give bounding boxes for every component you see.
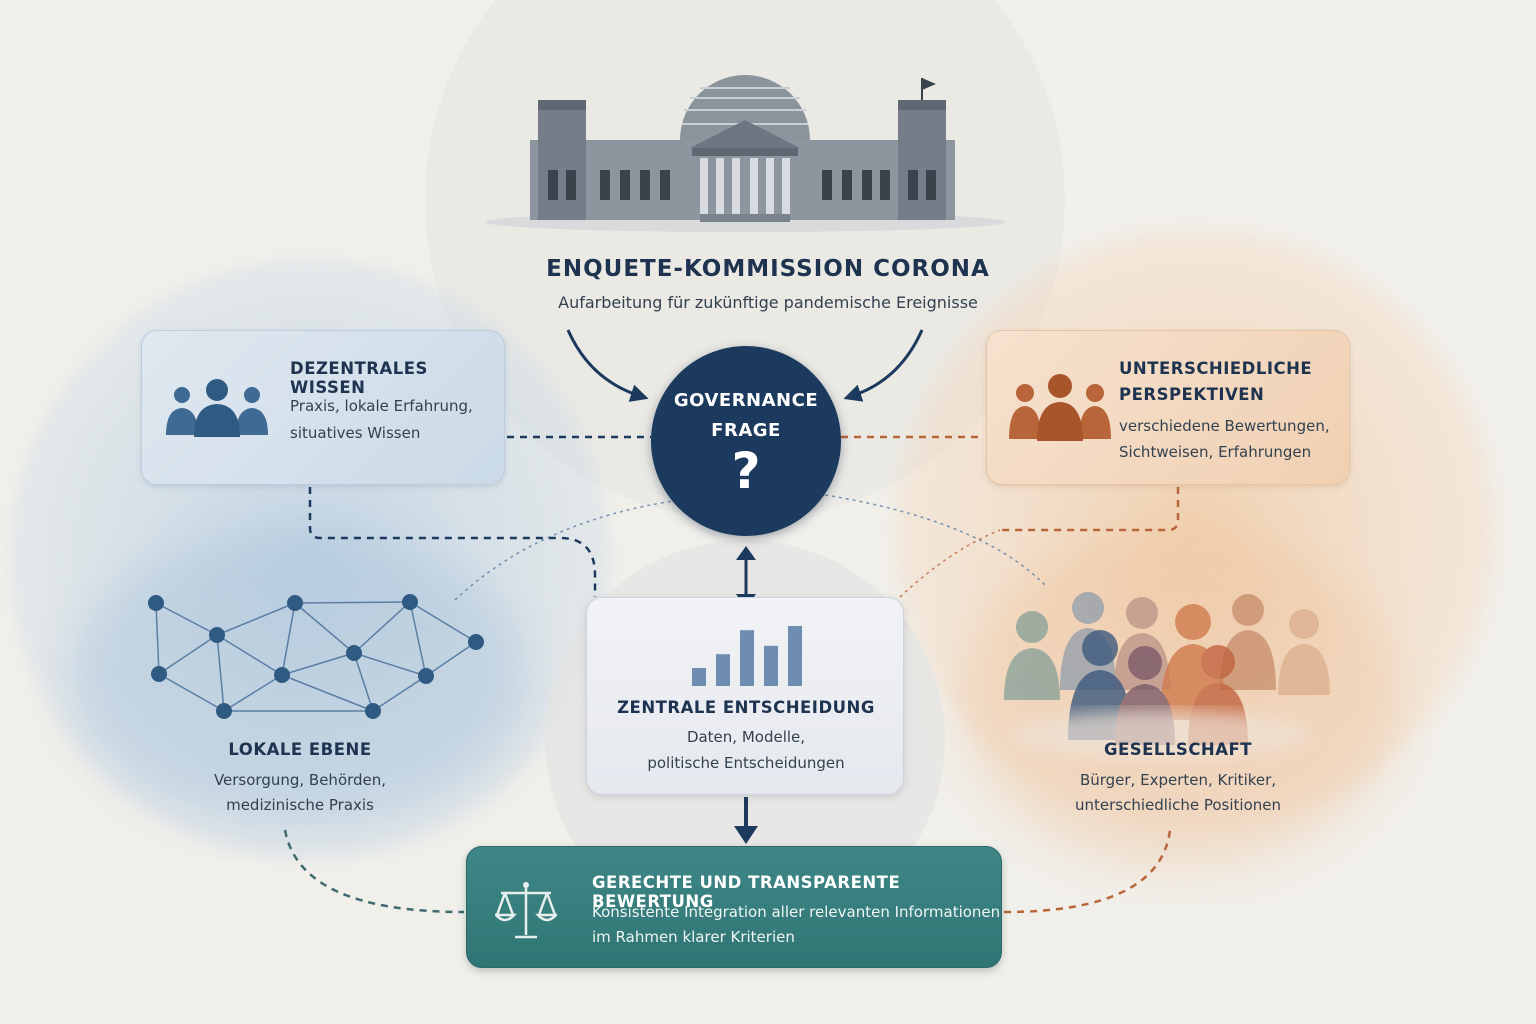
local-level-line1: Versorgung, Behörden, bbox=[213, 771, 387, 789]
decentral-knowledge-line2: situatives Wissen bbox=[290, 424, 421, 442]
governance-label: GOVERNANCE bbox=[673, 390, 819, 411]
central-decision-line1: Daten, Modelle, bbox=[686, 728, 806, 746]
question-mark-icon: ? bbox=[731, 442, 761, 500]
scales-icon bbox=[495, 882, 557, 939]
page-title: ENQUETE-KOMMISSION CORONA bbox=[546, 256, 990, 282]
thin-curve-left bbox=[454, 499, 681, 601]
crowd-icon bbox=[1004, 592, 1330, 760]
network-icon bbox=[155, 601, 477, 712]
fair-evaluation-card: GERECHTE UND TRANSPARENTE BEWERTUNG Kons… bbox=[466, 846, 1002, 968]
central-decision-title: ZENTRALE ENTSCHEIDUNG bbox=[617, 698, 875, 717]
central-decision-line2: politische Entscheidungen bbox=[647, 754, 845, 772]
frage-label: FRAGE bbox=[711, 420, 781, 441]
bar-chart-bar bbox=[764, 645, 778, 686]
page-subtitle: Aufarbeitung für zukünftige pandemische … bbox=[558, 293, 978, 312]
reichstag-building-icon bbox=[485, 75, 1005, 232]
dash-right-down bbox=[1000, 487, 1180, 532]
people-group-icon bbox=[1009, 374, 1111, 441]
governance-question-circle: GOVERNANCE FRAGE ? bbox=[651, 346, 841, 536]
arrow-right-to-center bbox=[843, 329, 924, 402]
fair-evaluation-title: GERECHTE UND TRANSPARENTE BEWERTUNG bbox=[592, 873, 901, 911]
decentral-knowledge-line1: Praxis, lokale Erfahrung, bbox=[290, 397, 473, 415]
dash-society-bottom bbox=[1003, 829, 1172, 914]
bar-chart-bar bbox=[692, 668, 706, 686]
dash-left-down bbox=[308, 487, 597, 597]
dash-local-bottom bbox=[283, 829, 465, 914]
thin-curve-orange bbox=[899, 529, 1001, 598]
society-title: GESELLSCHAFT bbox=[1103, 740, 1253, 759]
bar-chart-bar bbox=[716, 654, 730, 686]
society-line1: Bürger, Experten, Kritiker, bbox=[1079, 771, 1277, 789]
local-level-line2: medizinische Praxis bbox=[226, 796, 374, 814]
central-decision-card: ZENTRALE ENTSCHEIDUNG Daten, Modelle, po… bbox=[586, 597, 904, 795]
decentral-knowledge-title: DEZENTRALES WISSEN bbox=[290, 359, 428, 397]
arrow-center-to-bottom bbox=[734, 797, 758, 844]
different-perspectives-card: UNTERSCHIEDLICHE PERSPEKTIVEN verschiede… bbox=[986, 330, 1350, 485]
decentral-knowledge-card: DEZENTRALES WISSEN Praxis, lokale Erfahr… bbox=[141, 330, 505, 485]
fair-evaluation-line1: Konsistente Integration aller relevanten… bbox=[592, 903, 1001, 921]
thin-curve-right bbox=[824, 494, 1046, 586]
local-level-title: LOKALE EBENE bbox=[228, 740, 372, 759]
bar-chart-bar bbox=[740, 630, 754, 686]
bar-chart-bar bbox=[788, 626, 802, 686]
fair-evaluation-line2: im Rahmen klarer Kriterien bbox=[592, 928, 795, 946]
perspectives-title-line1: UNTERSCHIEDLICHE bbox=[1119, 359, 1313, 378]
perspectives-title-line2: PERSPEKTIVEN bbox=[1119, 385, 1265, 404]
perspectives-line2: Sichtweisen, Erfahrungen bbox=[1119, 443, 1312, 461]
society-line2: unterschiedliche Positionen bbox=[1074, 796, 1281, 814]
arrow-left-to-center bbox=[566, 329, 649, 402]
network-nodes bbox=[148, 594, 484, 719]
people-group-icon bbox=[166, 379, 268, 437]
bar-chart-icon bbox=[692, 626, 802, 686]
perspectives-line1: verschiedene Bewertungen, bbox=[1119, 417, 1330, 435]
